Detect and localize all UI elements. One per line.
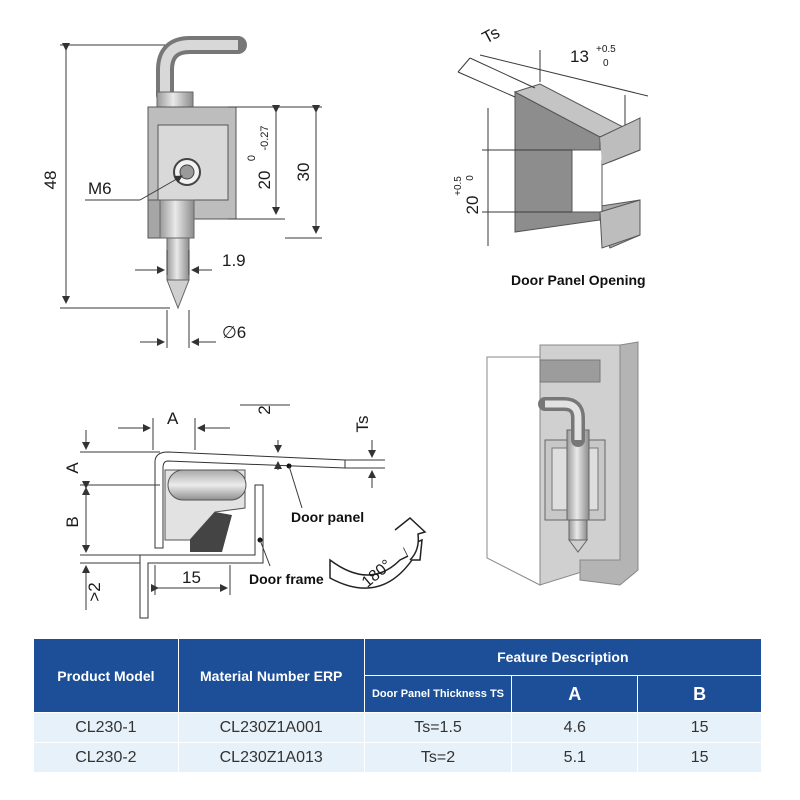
header-material-number: Material Number ERP (177, 638, 365, 713)
dim-ts: Ts (479, 23, 503, 48)
hinge-dimension-drawing: 48 M6 20 0 -0.27 30 1.9 ∅6 (41, 36, 322, 348)
cell-ts: Ts=1.5 (363, 712, 513, 743)
dim-2: 2 (255, 405, 274, 414)
cell-a: 4.6 (511, 712, 639, 743)
dim-20-opening: 20 (463, 196, 482, 215)
dim-pin-offset: 1.9 (222, 251, 246, 270)
dim-gt2: >2 (85, 582, 104, 601)
dim-height-30: 30 (294, 163, 313, 182)
label-door-panel: Door panel (291, 509, 364, 525)
door-panel-opening-caption: Door Panel Opening (511, 272, 646, 288)
cell-material: CL230Z1A001 (177, 712, 365, 743)
dim-thread-m6: M6 (88, 179, 112, 198)
technical-drawings: 48 M6 20 0 -0.27 30 1.9 ∅6 (41, 23, 649, 619)
dim-20-tol-upper: 0 (246, 155, 258, 161)
header-a: A (511, 675, 639, 713)
dim-ts-install: Ts (353, 416, 372, 433)
cell-model: CL230-1 (33, 712, 179, 743)
cell-ts: Ts=2 (363, 742, 513, 773)
dim-a-side: A (63, 462, 82, 474)
cell-model: CL230-2 (33, 742, 179, 773)
dim-b: B (63, 516, 82, 527)
header-feature-description: Feature Description (363, 638, 763, 676)
label-door-frame: Door frame (249, 571, 324, 587)
header-product-model: Product Model (33, 638, 179, 713)
dim-total-height: 48 (41, 171, 60, 190)
cell-a: 5.1 (511, 742, 639, 773)
table-row: CL230-1 CL230Z1A001 Ts=1.5 4.6 15 (33, 712, 762, 743)
cell-material: CL230Z1A013 (177, 742, 365, 773)
table-row: CL230-2 CL230Z1A013 Ts=2 5.1 15 (33, 742, 762, 773)
header-thickness: Door Panel Thickness TS (363, 675, 513, 713)
spec-table: Product Model Material Number ERP Featur… (33, 638, 763, 773)
installation-drawing: A 2 Ts A B >2 15 Door panel (63, 404, 427, 619)
dim-20-tol-lower: 0 (465, 175, 476, 181)
dim-20-tol-lower: -0.27 (259, 125, 271, 150)
header-b: B (637, 675, 762, 713)
dim-a-top: A (167, 409, 179, 428)
dim-13-tol-lower: 0 (603, 58, 609, 69)
installed-hinge-illustration (486, 341, 639, 586)
dim-width-20: 20 (255, 171, 274, 190)
dim-20-tol-upper: +0.5 (453, 176, 464, 196)
dim-13-tol-upper: +0.5 (596, 44, 616, 55)
cell-b: 15 (637, 742, 762, 773)
dim-15: 15 (182, 568, 201, 587)
door-panel-opening-drawing: Ts 13 +0.5 0 20 +0.5 0 Door Panel Openin… (453, 23, 649, 288)
dim-pin-diameter: ∅6 (222, 323, 246, 342)
dim-13: 13 (570, 47, 589, 66)
cell-b: 15 (637, 712, 762, 743)
